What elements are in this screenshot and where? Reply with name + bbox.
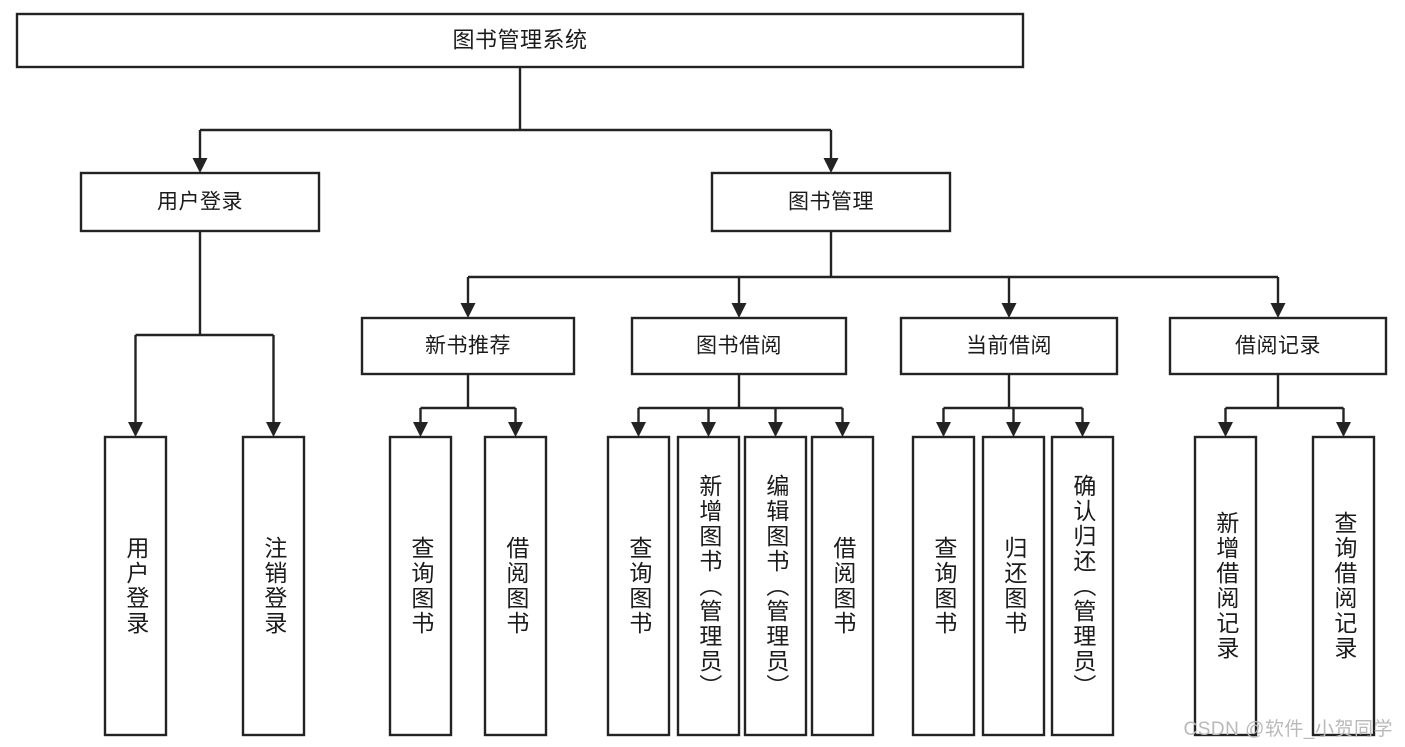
borrow-record-to-leaf-query-borrow-record-arrowhead (1336, 422, 1351, 437)
node-user-login-label: 用户登录 (157, 191, 243, 214)
borrow-record-to-leaf-add-borrow-record-arrowhead (1218, 422, 1233, 437)
node-leaf-return-book[interactable] (981, 435, 1046, 737)
book-borrow-to-leaf-borrow-book-2-arrowhead (835, 422, 850, 437)
node-leaf-add-borrow-record[interactable] (1193, 435, 1258, 737)
bm-to-book-borrow-arrowhead (731, 303, 747, 318)
connectors-layer (128, 67, 1351, 437)
bm-to-borrow-record-arrowhead (1270, 303, 1286, 318)
node-new-book-recommend-label: 新书推荐 (425, 335, 511, 358)
node-leaf-borrow-book-2[interactable] (810, 435, 875, 737)
book-borrow-to-leaf-edit-book-admin-arrowhead (768, 422, 783, 437)
leaf-add-borrow-record-label: 新增借阅记录 (1212, 511, 1239, 661)
node-leaf-query-book-1[interactable] (388, 435, 453, 737)
node-user-login[interactable]: 用户登录 (79, 171, 321, 233)
node-leaf-edit-book-admin[interactable] (743, 435, 808, 737)
leaf-query-borrow-record-label: 查询借阅记录 (1330, 511, 1357, 661)
leaf-query-book-1-label: 查询图书 (407, 536, 434, 636)
current-borrow-to-leaf-confirm-return-admin-arrowhead (1075, 422, 1090, 437)
node-leaf-user-login[interactable] (103, 435, 168, 737)
current-borrow-to-leaf-return-book-arrowhead (1006, 422, 1021, 437)
node-leaf-confirm-return-admin[interactable] (1050, 435, 1115, 737)
node-root-图书管理系统-label: 图书管理系统 (452, 27, 587, 52)
node-new-book-recommend[interactable]: 新书推荐 (360, 316, 576, 376)
new-book-recommend-to-leaf-borrow-book-1-arrowhead (508, 422, 523, 437)
new-book-recommend-to-leaf-query-book-1-arrowhead (413, 422, 428, 437)
leaf-add-book-admin-label: 新增图书（管理员） (695, 473, 722, 699)
node-leaf-query-borrow-record[interactable] (1311, 435, 1376, 737)
bm-to-new-book-recommend-arrowhead (460, 303, 476, 318)
node-leaf-query-book-3[interactable] (911, 435, 976, 737)
leaf-borrow-book-1-label: 借阅图书 (502, 536, 529, 636)
node-borrow-record-label: 借阅记录 (1235, 335, 1321, 358)
node-current-borrow-label: 当前借阅 (966, 335, 1052, 358)
book-borrow-to-leaf-query-book-2-arrowhead (631, 422, 646, 437)
node-leaf-borrow-book-1[interactable] (483, 435, 548, 737)
current-borrow-to-leaf-query-book-3-arrowhead (936, 422, 951, 437)
leaf-borrow-book-2-label: 借阅图书 (829, 536, 856, 636)
node-leaf-query-book-2[interactable] (606, 435, 671, 737)
node-current-borrow[interactable]: 当前借阅 (899, 316, 1119, 376)
user-login-to-leaf-logout-login-arrowhead (266, 422, 281, 437)
leaf-confirm-return-admin-label: 确认归还（管理员） (1069, 473, 1096, 699)
leaf-return-book-label: 归还图书 (1000, 536, 1027, 636)
book-borrow-to-leaf-add-book-admin-arrowhead (701, 422, 716, 437)
root-to-user-login-arrowhead (192, 158, 208, 173)
leaf-logout-login-label: 注销登录 (260, 536, 287, 636)
leaf-edit-book-admin-label: 编辑图书（管理员） (762, 473, 789, 699)
leaf-query-book-2-label: 查询图书 (625, 536, 652, 636)
node-book-borrow-label: 图书借阅 (696, 335, 782, 358)
node-root-图书管理系统[interactable]: 图书管理系统 (15, 12, 1025, 69)
root-to-book-management-arrowhead (823, 158, 839, 173)
bm-to-current-borrow-arrowhead (1001, 303, 1017, 318)
leaf-query-book-3-label: 查询图书 (930, 536, 957, 636)
node-book-management[interactable]: 图书管理 (710, 171, 952, 233)
leaf-user-login-label: 用户登录 (122, 536, 149, 636)
user-login-to-leaf-user-login-arrowhead (128, 422, 143, 437)
node-book-borrow[interactable]: 图书借阅 (630, 316, 848, 376)
node-leaf-logout-login[interactable] (241, 435, 306, 737)
node-leaf-add-book-admin[interactable] (676, 435, 741, 737)
node-borrow-record[interactable]: 借阅记录 (1168, 316, 1388, 376)
node-book-management-label: 图书管理 (788, 191, 874, 214)
